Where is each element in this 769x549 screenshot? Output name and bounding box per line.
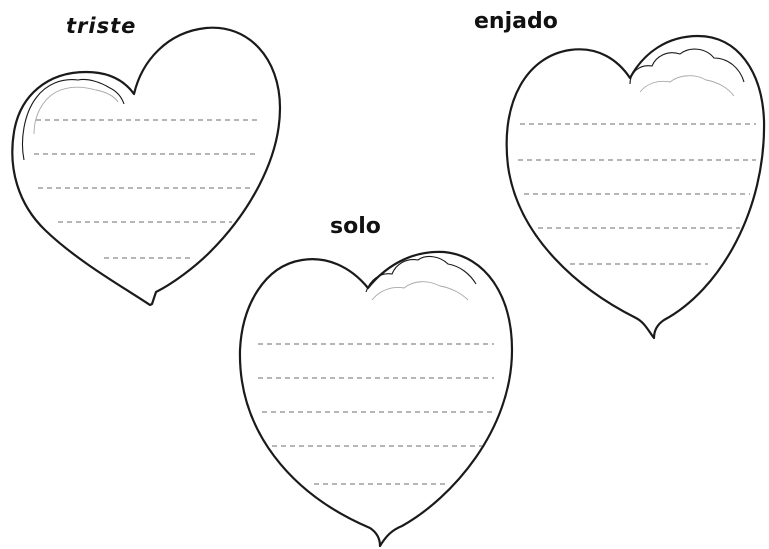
cloud-shading-triste — [33, 86, 119, 135]
cloud-shading-solo — [371, 281, 469, 301]
cloud-shading-enjado — [639, 75, 735, 97]
heart-triste — [11, 26, 282, 307]
cloud-decoration-triste — [21, 78, 125, 161]
heart-enjado — [505, 34, 766, 340]
cloud-decoration-enjado — [629, 48, 745, 85]
heart-solo — [238, 250, 514, 548]
heart-label-enjado: enjado — [474, 9, 558, 34]
cloud-decoration-solo — [365, 255, 477, 293]
heart-outline-enjado — [505, 34, 766, 340]
heart-outline-triste — [11, 26, 282, 307]
heart-label-solo: solo — [330, 214, 381, 239]
heart-label-triste: triste — [66, 14, 137, 38]
